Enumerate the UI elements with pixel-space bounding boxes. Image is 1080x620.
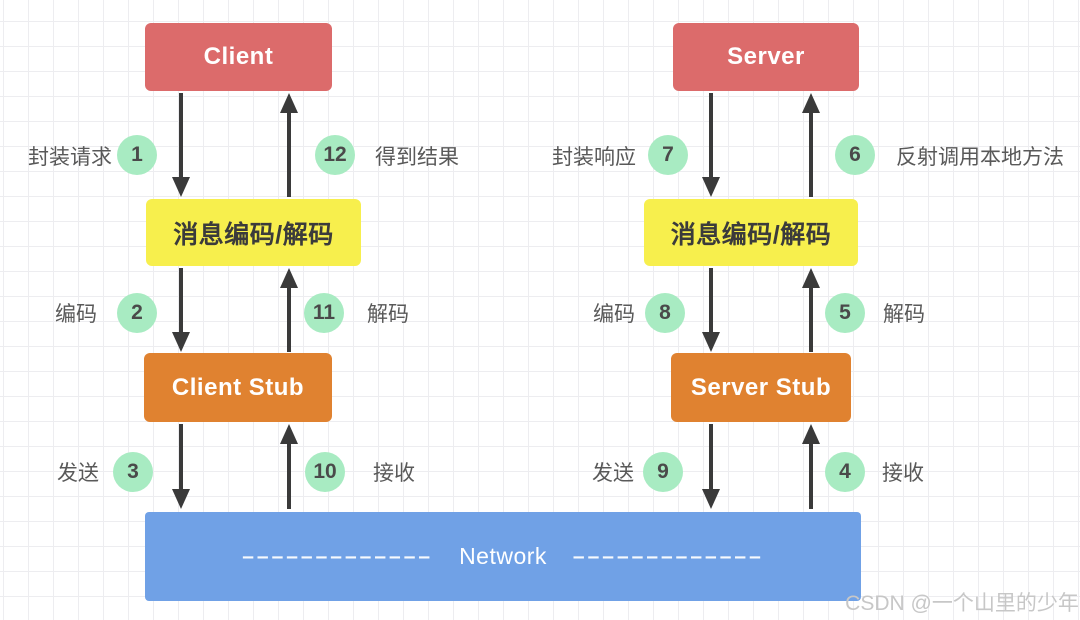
step-label-9: 发送 xyxy=(592,462,634,485)
step-circle-5: 5 xyxy=(825,293,865,333)
step-circle-8: 8 xyxy=(645,293,685,333)
step-label-2: 编码 xyxy=(55,303,97,326)
codec-node-right: 消息编码/解码 xyxy=(644,199,858,266)
server-stub-node-label: Server Stub xyxy=(690,373,832,401)
step-label-8: 编码 xyxy=(593,303,635,326)
arrow-server-to-codec-icon xyxy=(702,93,720,197)
step-label-7: 封装响应 xyxy=(552,146,636,169)
step-circle-11: 11 xyxy=(304,293,344,333)
step-label-10: 接收 xyxy=(373,462,415,485)
step-circle-10: 10 xyxy=(305,452,345,492)
step-label-6: 反射调用本地方法 xyxy=(896,146,1064,169)
network-node-label: Network xyxy=(459,543,547,569)
arrow-codec-to-client-icon xyxy=(280,93,298,197)
network-dash-right: ––––––––––––– xyxy=(572,544,764,568)
step-circle-2: 2 xyxy=(117,293,157,333)
arrow-stub-to-network-left-icon xyxy=(172,424,190,509)
step-label-3: 发送 xyxy=(57,462,99,485)
step-circle-9: 9 xyxy=(643,452,683,492)
step-label-12: 得到结果 xyxy=(375,146,459,169)
step-circle-1: 1 xyxy=(117,135,157,175)
network-node: ––––––––––––– Network ––––––––––––– xyxy=(145,512,861,601)
step-label-11: 解码 xyxy=(367,303,409,326)
arrow-network-to-stub-left-icon xyxy=(280,424,298,509)
csdn-watermark: CSDN @一个山里的少年 xyxy=(845,592,1079,615)
client-node-label: Client xyxy=(203,43,274,70)
codec-node-left-label: 消息编码/解码 xyxy=(173,220,334,249)
client-stub-node: Client Stub xyxy=(144,353,332,422)
network-dash-left: ––––––––––––– xyxy=(242,544,434,568)
codec-node-right-label: 消息编码/解码 xyxy=(670,220,832,249)
step-circle-3: 3 xyxy=(113,452,153,492)
arrow-stub-to-codec-right-icon xyxy=(802,268,820,352)
arrow-stub-to-codec-left-icon xyxy=(280,268,298,352)
server-stub-node: Server Stub xyxy=(671,353,851,422)
arrow-codec-to-stub-left-icon xyxy=(172,268,190,352)
server-node: Server xyxy=(673,23,859,91)
client-node: Client xyxy=(145,23,332,91)
arrow-stub-to-network-right-icon xyxy=(702,424,720,509)
step-circle-4: 4 xyxy=(825,452,865,492)
step-label-1: 封装请求 xyxy=(28,146,112,169)
arrow-client-to-codec-icon xyxy=(172,93,190,197)
step-circle-12: 12 xyxy=(315,135,355,175)
step-circle-6: 6 xyxy=(835,135,875,175)
step-label-4: 接收 xyxy=(882,462,924,485)
codec-node-left: 消息编码/解码 xyxy=(146,199,361,266)
arrow-codec-to-stub-right-icon xyxy=(702,268,720,352)
arrow-codec-to-server-icon xyxy=(802,93,820,197)
client-stub-node-label: Client Stub xyxy=(171,373,305,401)
step-circle-7: 7 xyxy=(648,135,688,175)
step-label-5: 解码 xyxy=(883,303,925,326)
arrow-network-to-stub-right-icon xyxy=(802,424,820,509)
server-node-label: Server xyxy=(727,43,805,70)
